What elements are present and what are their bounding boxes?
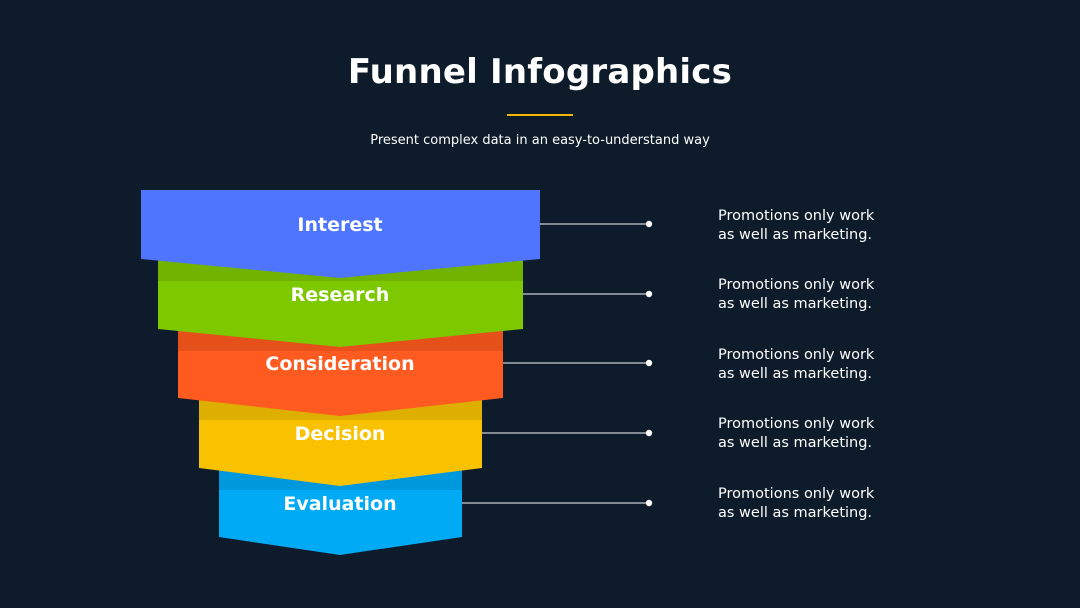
- description-line: Promotions only work: [718, 486, 875, 502]
- funnel-label-research: Research: [291, 284, 390, 306]
- funnel-label-evaluation: Evaluation: [283, 493, 396, 515]
- funnel-label-interest: Interest: [297, 214, 382, 236]
- stage-description-evaluation: Promotions only work as well as marketin…: [718, 485, 918, 523]
- funnel-layer-evaluation: [219, 468, 462, 555]
- funnel-layer-consideration: [178, 329, 503, 416]
- stage-description-research: Promotions only work as well as marketin…: [718, 276, 918, 314]
- connector-dot-decision: [645, 429, 653, 437]
- funnel-label-consideration: Consideration: [265, 353, 414, 375]
- description-line: as well as marketing.: [718, 227, 873, 243]
- funnel-layer-decision: [199, 398, 482, 486]
- description-line: Promotions only work: [718, 416, 875, 432]
- description-line: as well as marketing.: [718, 435, 873, 451]
- funnel-label-decision: Decision: [295, 423, 386, 445]
- description-line: as well as marketing.: [718, 505, 873, 521]
- slide-subtitle: Present complex data in an easy-to-under…: [370, 133, 710, 148]
- stage-description-decision: Promotions only work as well as marketin…: [718, 415, 918, 453]
- title-underline: [507, 114, 573, 116]
- connector-dot-consideration: [645, 359, 653, 367]
- funnel-layer-interest: [141, 190, 540, 278]
- description-line: Promotions only work: [718, 277, 875, 293]
- description-line: Promotions only work: [718, 347, 875, 363]
- connector-dot-evaluation: [645, 499, 653, 507]
- slide-title: Funnel Infographics: [347, 52, 733, 92]
- connector-dot-research: [645, 290, 653, 298]
- description-line: as well as marketing.: [718, 296, 873, 312]
- connector-dot-interest: [645, 220, 653, 228]
- stage-description-consideration: Promotions only work as well as marketin…: [718, 346, 918, 384]
- funnel-layer-research: [158, 259, 523, 347]
- description-line: as well as marketing.: [718, 366, 873, 382]
- description-line: Promotions only work: [718, 208, 875, 224]
- stage-description-interest: Promotions only work as well as marketin…: [718, 207, 918, 245]
